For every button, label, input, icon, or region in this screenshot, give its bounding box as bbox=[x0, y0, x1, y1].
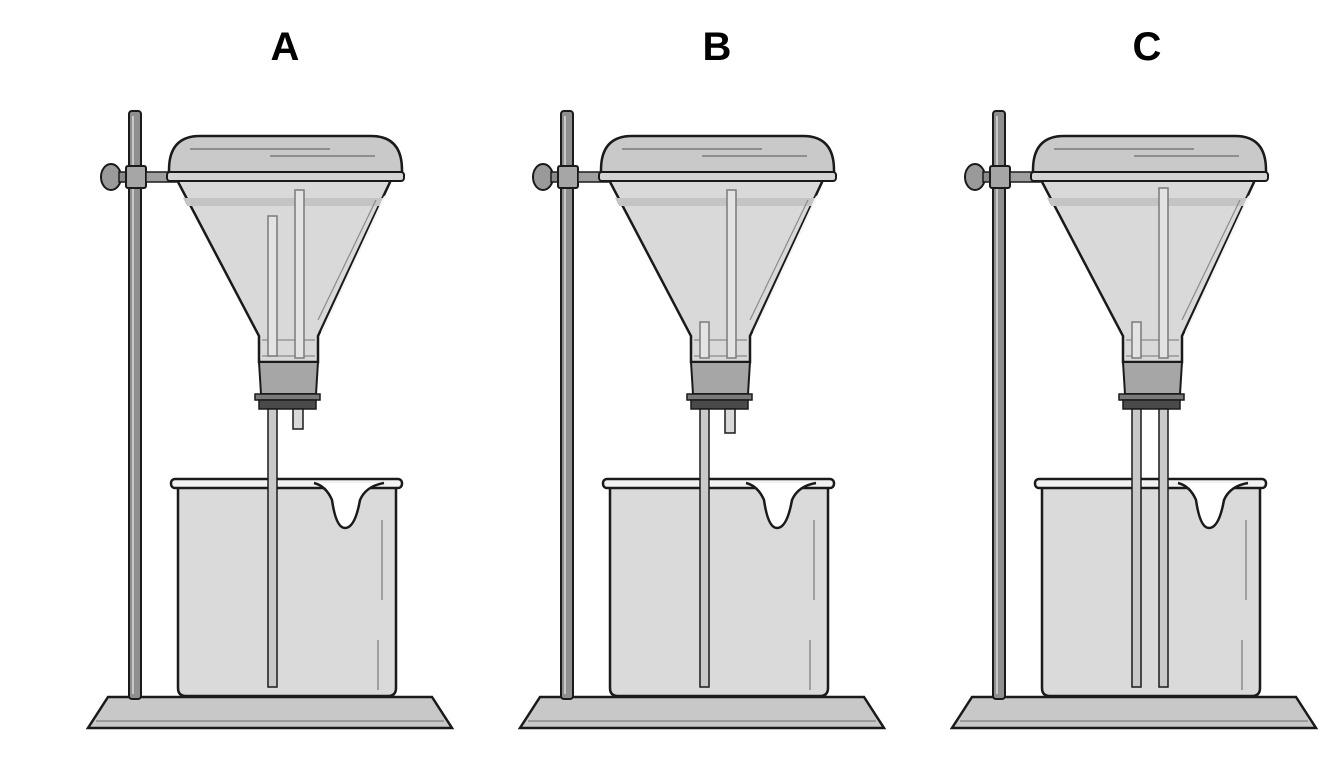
tubes-b bbox=[699, 189, 737, 688]
panel-label-a: A bbox=[271, 25, 300, 69]
panel-a: A bbox=[86, 25, 454, 730]
panel-label-c: C bbox=[1133, 25, 1162, 69]
panel-c: C bbox=[950, 25, 1318, 730]
panel-label-b: B bbox=[703, 25, 732, 69]
panel-b: B bbox=[518, 25, 886, 730]
